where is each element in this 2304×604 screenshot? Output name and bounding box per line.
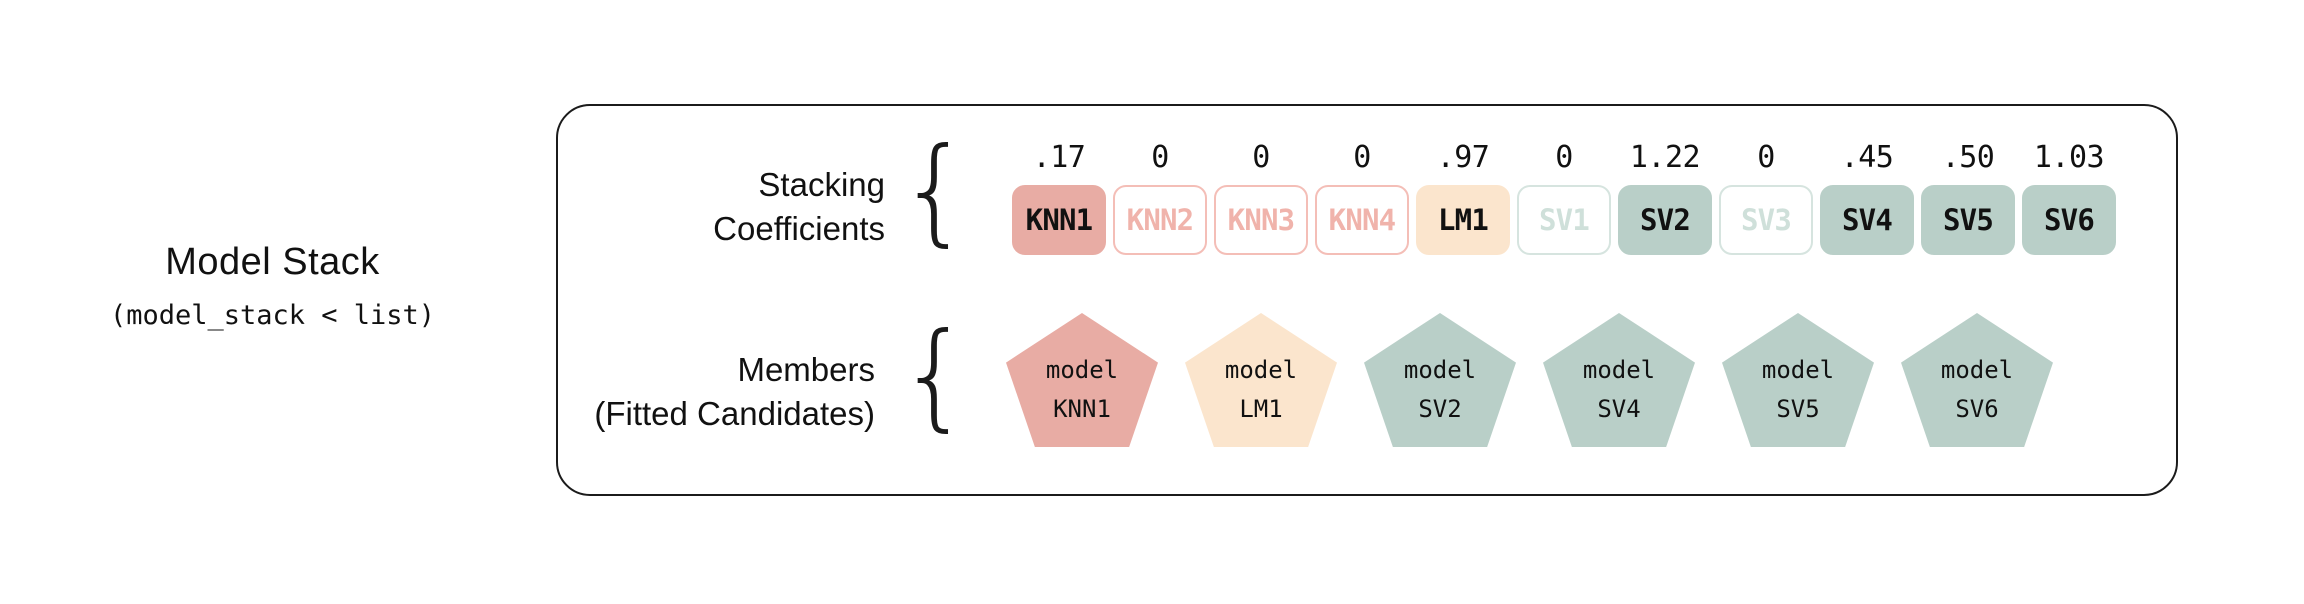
coefficient-value: 1.03 [2033, 140, 2105, 175]
coefficient-value: .45 [1840, 140, 1894, 175]
coefficient-value: 0 [1555, 140, 1573, 175]
pentagon-icon [1006, 313, 1158, 447]
coefficient-value: .97 [1436, 140, 1490, 175]
coefficient-value: 0 [1757, 140, 1775, 175]
model-stack-label: Model Stack (model_stack < list) [0, 240, 545, 332]
members-label-line1: Members [737, 351, 875, 388]
candidate-chip-knn3[interactable]: KNN3 [1214, 185, 1308, 255]
model-stack-title: Model Stack [165, 241, 380, 283]
members-label-line2: (Fitted Candidates) [594, 394, 875, 432]
candidate-chip-knn1[interactable]: KNN1 [1012, 185, 1106, 255]
pentagon-icon [1185, 313, 1337, 447]
stacking-coefficients-label: Stacking Coefficients [555, 163, 885, 250]
pentagon-icon [1901, 313, 2053, 447]
model-stack-subtitle: (model_stack < list) [109, 299, 436, 331]
candidate-chip-sv2[interactable]: SV2 [1618, 185, 1712, 255]
candidate-chip-lm1[interactable]: LM1 [1416, 185, 1510, 255]
candidate-chip-sv1[interactable]: SV1 [1517, 185, 1611, 255]
coefficient-value: .17 [1032, 140, 1086, 175]
stacking-coefficients-label-line2: Coefficients [713, 209, 885, 247]
curly-brace-icon: { [898, 123, 972, 258]
coefficient-value: 0 [1353, 140, 1371, 175]
stacking-coefficients-label-line1: Stacking [758, 166, 885, 203]
candidate-chip-knn4[interactable]: KNN4 [1315, 185, 1409, 255]
candidate-chip-sv6[interactable]: SV6 [2022, 185, 2116, 255]
candidate-chip-sv3[interactable]: SV3 [1719, 185, 1813, 255]
coefficient-values-row: .17 0 0 0 .97 0 1.22 0 .45 .50 1.03 [1012, 140, 2116, 175]
pentagon-icon [1364, 313, 1516, 447]
pentagon-icon [1722, 313, 1874, 447]
coefficient-value: .50 [1941, 140, 1995, 175]
candidate-chip-sv5[interactable]: SV5 [1921, 185, 2015, 255]
curly-brace-icon: { [898, 308, 972, 443]
pentagon-icon [1543, 313, 1695, 447]
candidate-chip-knn2[interactable]: KNN2 [1113, 185, 1207, 255]
coefficient-value: 0 [1252, 140, 1270, 175]
members-label: Members (Fitted Candidates) [545, 348, 875, 435]
candidate-chip-sv4[interactable]: SV4 [1820, 185, 1914, 255]
model-stack-container [556, 104, 2178, 496]
coefficient-value: 0 [1151, 140, 1169, 175]
coefficient-value: 1.22 [1629, 140, 1701, 175]
